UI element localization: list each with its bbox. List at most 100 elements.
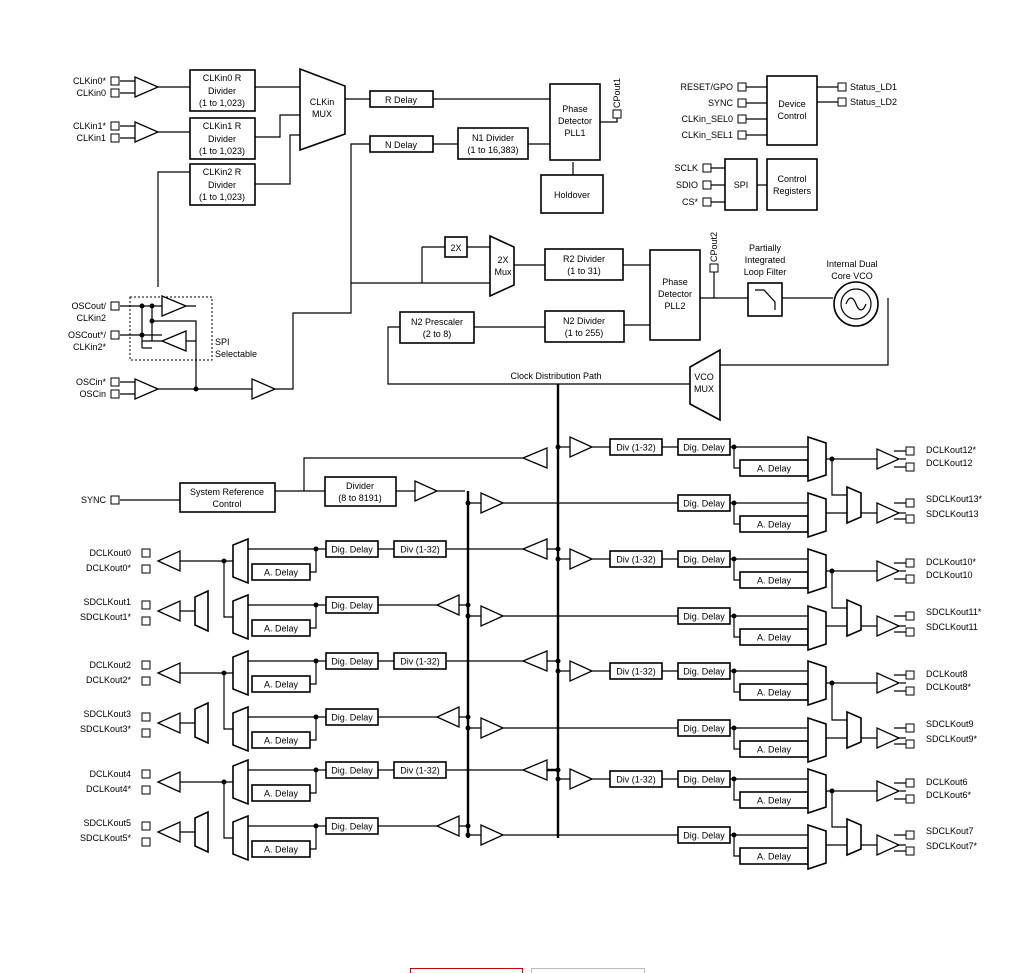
svg-text:PLL1: PLL1 <box>564 128 585 138</box>
left-sd-a-delay <box>251 619 311 637</box>
right-dclk-label-bottom: DCLKout8* <box>926 682 972 692</box>
svg-text:(2 to 8): (2 to 8) <box>423 329 452 339</box>
right-sdclk-out-buffer <box>876 501 901 525</box>
clkin1-label: CLKin1 <box>76 133 106 143</box>
n2-prescaler: N2 Prescaler (2 to 8) <box>399 311 475 344</box>
n-delay: N Delay <box>369 135 434 153</box>
spi-selectable-group: SPI Selectable <box>129 295 257 392</box>
svg-text:N2 Divider: N2 Divider <box>563 316 605 326</box>
device-control-block: Device Control <box>766 75 818 146</box>
right-dclk-pin-top <box>905 778 915 788</box>
right-dclk-pin-top <box>905 670 915 680</box>
right-dclk-pin-bottom <box>905 462 915 472</box>
left-dig-delay <box>325 652 379 670</box>
svg-text:(1 to 1,023): (1 to 1,023) <box>199 146 245 156</box>
oscin-buffer-2 <box>251 378 277 400</box>
r2-divider: R2 Divider (1 to 31) <box>544 248 624 281</box>
right-div <box>609 550 663 568</box>
svg-text:(1 to 16,383): (1 to 16,383) <box>467 145 518 155</box>
sync-input-pin <box>110 495 120 505</box>
left-a-delay <box>251 675 311 693</box>
svg-text:Divider: Divider <box>208 134 236 144</box>
sdio-label: SDIO <box>676 180 698 190</box>
left-a-delay <box>251 784 311 802</box>
right-dclk-pin-top <box>905 446 915 456</box>
clkin1-buffer <box>134 121 160 143</box>
right-dclk-label-top: DCLKout6 <box>926 777 968 787</box>
svg-text:Device: Device <box>778 99 806 109</box>
left-sdclk-out-buffer <box>156 820 181 844</box>
right-dclk-label-top: DCLKout10* <box>926 557 977 567</box>
svg-text:Divider: Divider <box>208 180 236 190</box>
left-sdclk-label-bottom: SDCLKout1* <box>80 612 132 622</box>
left-sd-dig-delay-label: Dig. Delay <box>331 822 373 832</box>
clkin-sel1-pin <box>737 130 747 140</box>
left-sdclk-label-bottom: SDCLKout5* <box>80 833 132 843</box>
oscout-label: OSCout/ <box>71 301 106 311</box>
right-sdclk-out-buffer <box>876 833 901 857</box>
left-dclk-label-bottom: DCLKout4* <box>86 784 132 794</box>
cpout1-label: CPout1 <box>612 78 622 108</box>
status-ld2-label: Status_LD2 <box>850 97 897 107</box>
right-sdclk-pin-bottom <box>905 739 915 749</box>
bottom-tab-active[interactable] <box>410 968 523 973</box>
sync-label: SYNC <box>708 98 734 108</box>
right-dclk-label-top: DCLKout8 <box>926 669 968 679</box>
right-dclk-out-buffer <box>876 559 901 583</box>
doubler-2x: 2X <box>444 236 468 258</box>
left-dclk-pin-top <box>141 769 151 779</box>
right-sdclk-mux <box>807 716 827 764</box>
wires <box>120 80 889 501</box>
left-dclk-pin-top <box>141 548 151 558</box>
left-dclk-pin-bottom <box>141 564 151 574</box>
input-pin-labels: CLKin0* CLKin0 CLKin1* CLKin1 OSCout/ CL… <box>68 76 719 505</box>
right-sd-dig-delay <box>677 719 731 737</box>
left-div-label: Div (1-32) <box>400 766 440 776</box>
left-sdclk-pin-top <box>141 600 151 610</box>
sclk-label: SCLK <box>674 163 698 173</box>
right-div-label: Div (1-32) <box>616 775 656 785</box>
left-sdclk-return-buffer <box>435 814 460 838</box>
sysref-return-buffer <box>521 447 548 469</box>
right-sd-a-delay-label: A. Delay <box>757 520 792 530</box>
left-dclk-out-buffer <box>156 549 181 573</box>
left-a-delay-label: A. Delay <box>264 680 299 690</box>
svg-text:Mux: Mux <box>494 267 512 277</box>
right-dclk-buffer <box>569 767 594 791</box>
bottom-tab[interactable] <box>531 968 645 973</box>
right-sdclk-select-mux <box>846 710 862 750</box>
svg-text:MUX: MUX <box>694 384 714 394</box>
right-sdclk-out-buffer <box>876 726 901 750</box>
vco-line2: Core VCO <box>831 271 873 281</box>
svg-text:PLL2: PLL2 <box>664 301 685 311</box>
left-dclk-mux <box>232 649 249 697</box>
left-dclk-mux <box>232 758 249 806</box>
clkin2-label: CLKin2 <box>76 313 106 323</box>
right-sdclk-buffer <box>480 604 505 628</box>
svg-text:(1 to 255): (1 to 255) <box>565 328 604 338</box>
clkin0-pin <box>110 88 120 98</box>
left-sd-a-delay <box>251 731 311 749</box>
svg-text:CLKin1 R: CLKin1 R <box>203 121 242 131</box>
sysref-buffer <box>414 479 439 503</box>
left-dclk-mux <box>232 537 249 585</box>
left-a-delay-label: A. Delay <box>264 789 299 799</box>
doubler-mux: 2X Mux <box>489 234 515 298</box>
right-sdclk-label-bottom: SDCLKout13 <box>926 509 979 519</box>
left-sdclk-pin-top <box>141 712 151 722</box>
left-sdclk-label-top: SDCLKout5 <box>83 818 131 828</box>
right-div-label: Div (1-32) <box>616 443 656 453</box>
right-div-label: Div (1-32) <box>616 555 656 565</box>
svg-text:Phase: Phase <box>662 277 688 287</box>
right-sdclk-out-buffer <box>876 614 901 638</box>
clock-distribution-path-label: Clock Distribution Path <box>510 371 601 381</box>
clkin-sel0-pin <box>737 114 747 124</box>
status-ld1-pin <box>837 82 847 92</box>
clkin0-n-label: CLKin0* <box>73 76 107 86</box>
right-sdclk-label-top: SDCLKout9 <box>926 719 974 729</box>
svg-text:Control: Control <box>777 174 806 184</box>
left-sdclk-out-buffer <box>156 599 181 623</box>
